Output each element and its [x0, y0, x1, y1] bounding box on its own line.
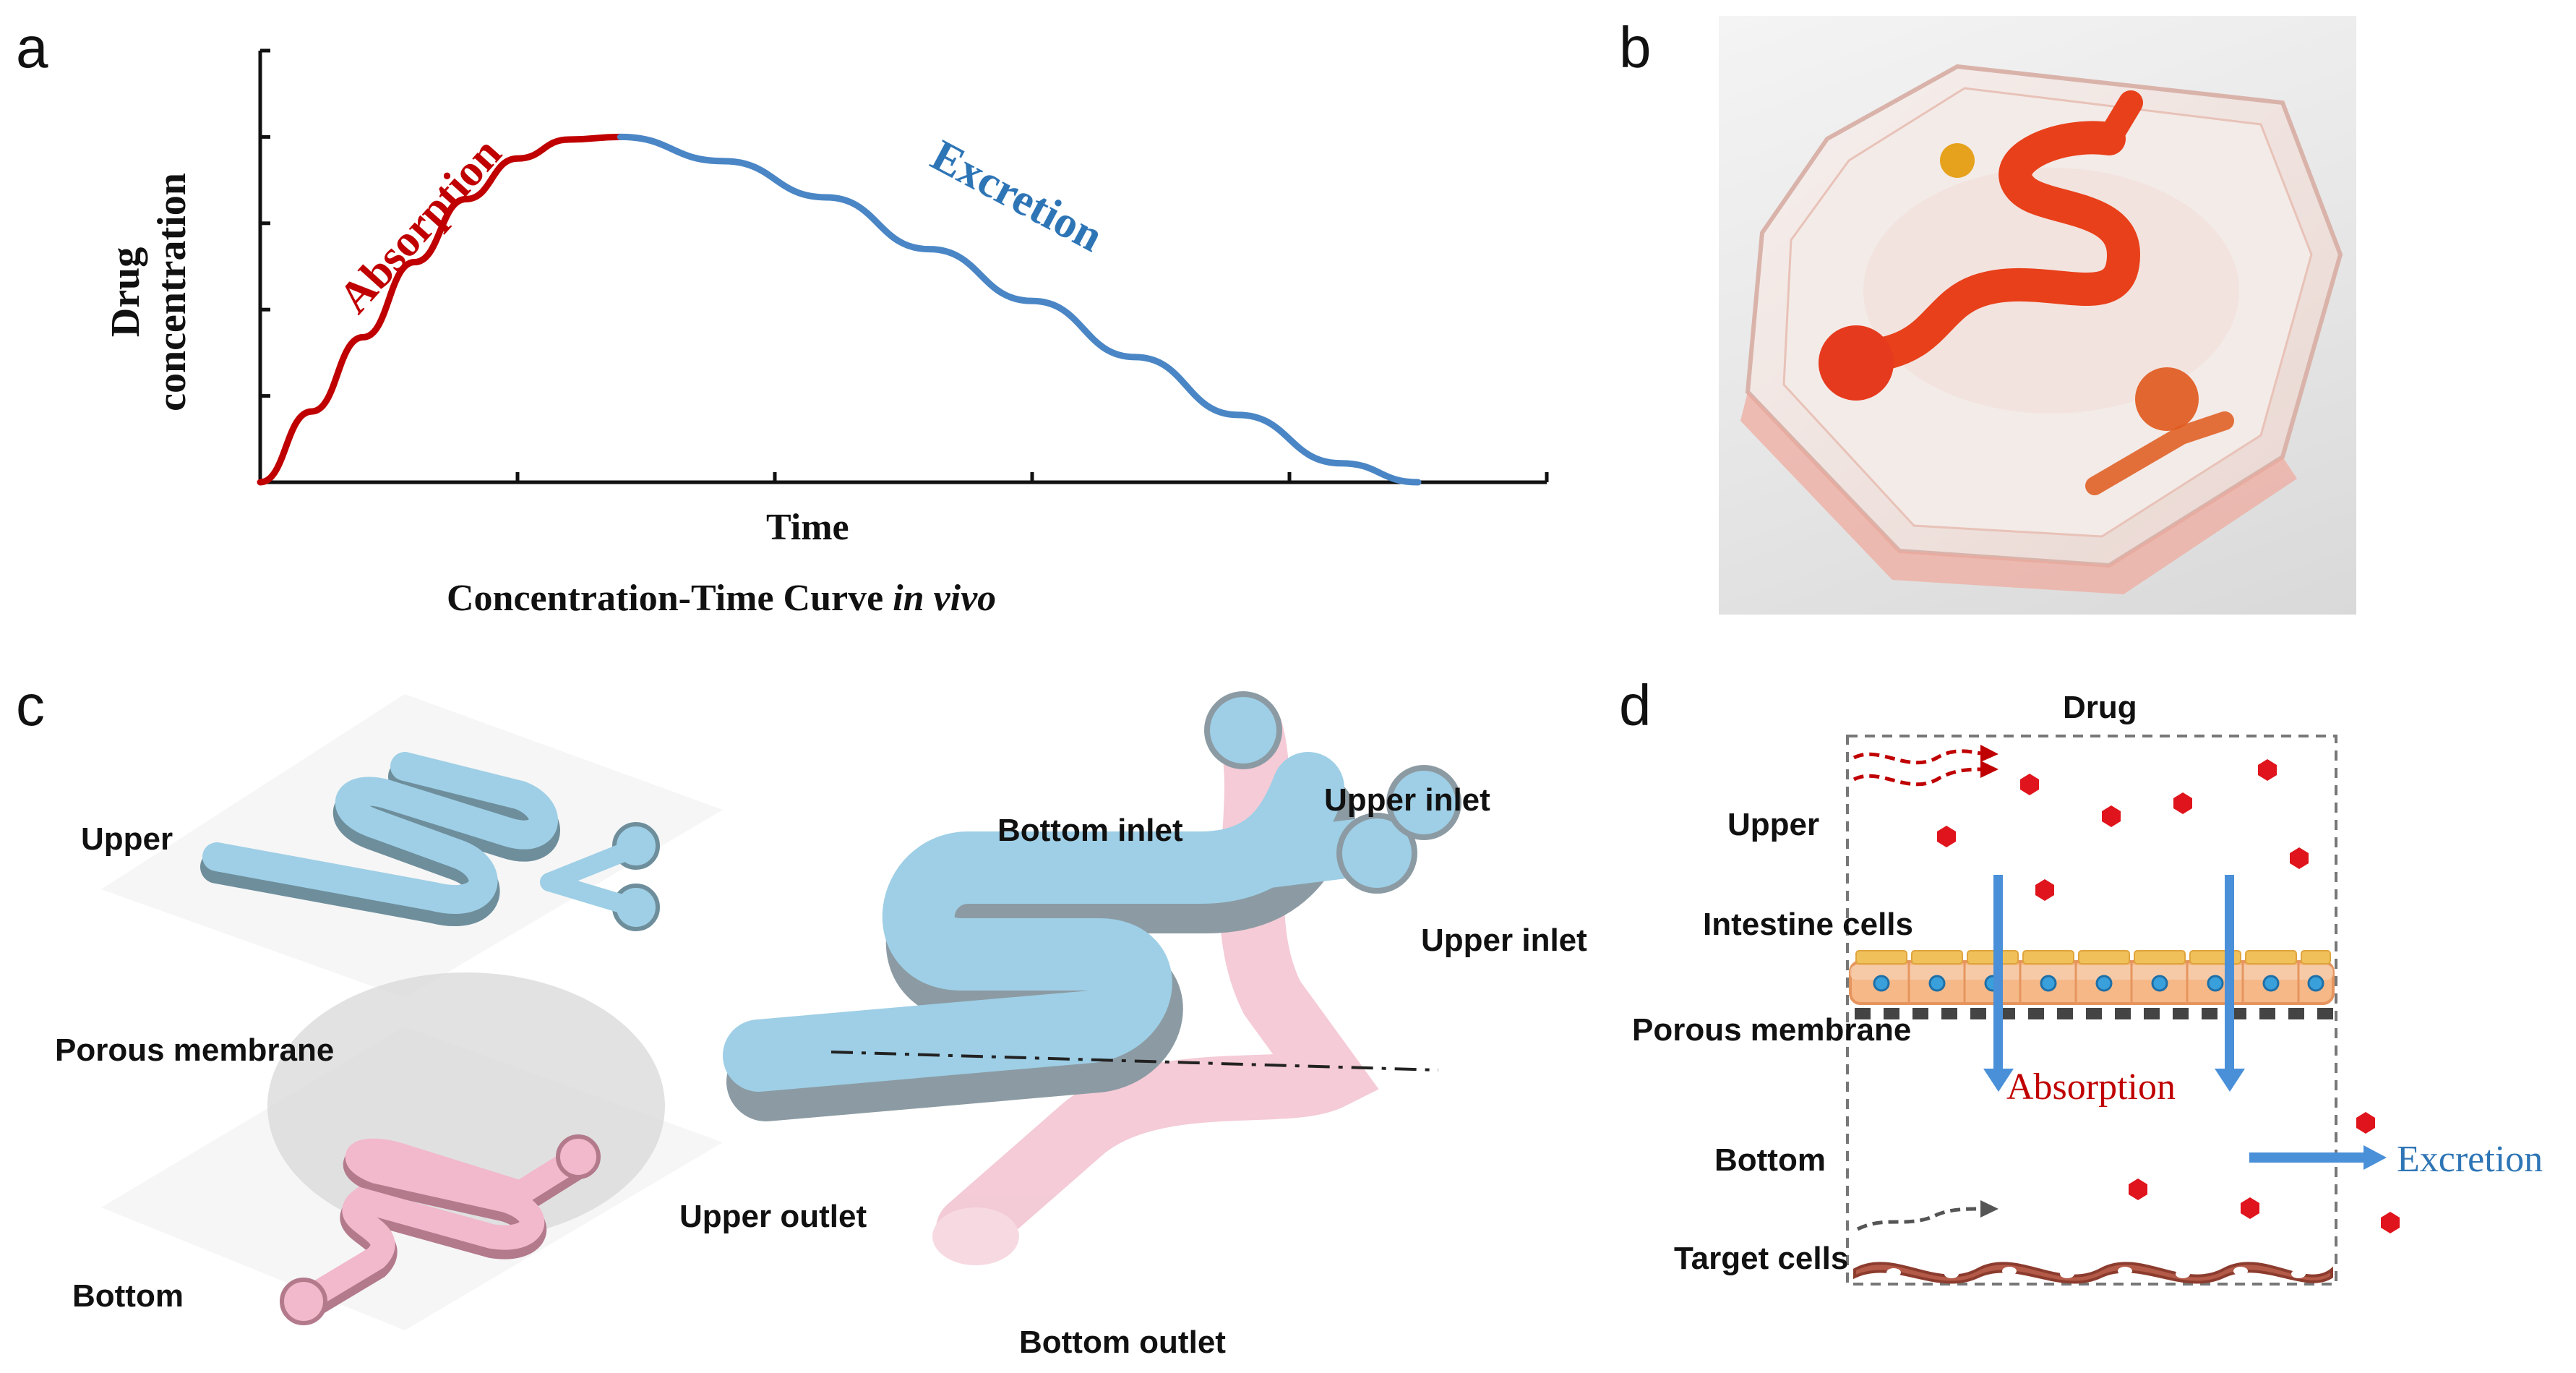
chip-lower-layer: [1740, 392, 2297, 594]
chip-channel-stub: [2097, 90, 2143, 151]
chip-orange-reservoir: [2135, 367, 2199, 431]
label-intestine-cells: Intestine cells: [1703, 907, 1914, 942]
label-upper-outlet: Upper outlet: [679, 1199, 867, 1234]
bottom-channel: [280, 1134, 601, 1325]
label-bottom-compartment: Bottom: [1714, 1142, 1826, 1178]
label-drug: Drug: [2063, 690, 2137, 725]
intestine-cell-layer: [1849, 950, 2335, 1005]
series-line-absorption: [257, 133, 624, 486]
chart-caption: Concentration-Time Curve in vivo: [447, 577, 996, 620]
excretion-arrow: [2249, 1145, 2387, 1170]
panel-b-letter: b: [1619, 15, 1652, 80]
label-bottom-outlet: Bottom outlet: [1019, 1325, 1226, 1360]
label-upper-inlet-1: Upper inlet: [1324, 782, 1490, 818]
caption-text: Concentration-Time Curve: [447, 578, 893, 619]
label-absorption: Absorption: [2006, 1066, 2176, 1108]
chip-photo: [1719, 16, 2356, 615]
label-excretion: Excretion: [2397, 1139, 2543, 1180]
absorption-arrows: [1983, 875, 2245, 1092]
panel-d-letter: d: [1619, 673, 1652, 737]
porous-membrane-pores: [1855, 1008, 2333, 1019]
chip-red-channel: [1854, 121, 2141, 372]
chip-photo-drawing: [1740, 64, 2343, 594]
drug-flow-arrows: [1852, 749, 1981, 787]
chip-yellow-port: [1940, 143, 1975, 178]
label-target-cells: Target cells: [1674, 1241, 1849, 1276]
panel-c-letter: c: [16, 673, 45, 737]
section-line: [830, 1051, 1439, 1072]
target-cell-layer: [1853, 1262, 2333, 1284]
caption-italic: in vivo: [893, 578, 997, 619]
label-porous-membrane-d: Porous membrane: [1632, 1012, 1912, 1048]
label-upper-layer: Upper: [81, 821, 173, 857]
upper-channel: [200, 752, 660, 931]
label-bottom-layer: Bottom: [72, 1278, 184, 1314]
chip-lower-channel: [2085, 411, 2234, 495]
chip-red-reservoir: [1819, 325, 1894, 401]
diagram-boundary: [1846, 735, 2337, 1286]
label-upper-compartment: Upper: [1727, 807, 1820, 842]
label-porous-membrane-c: Porous membrane: [55, 1032, 335, 1068]
label-bottom-inlet: Bottom inlet: [997, 813, 1183, 848]
drug-molecules: [1937, 759, 2400, 1233]
series-line-excretion: [617, 133, 1422, 486]
label-upper-inlet-2: Upper inlet: [1421, 923, 1587, 958]
assembled-upper-channel: [723, 691, 1461, 1121]
panel-a-letter: a: [16, 15, 48, 80]
x-axis-label: Time: [766, 507, 849, 548]
bottom-flow-arrow: [1856, 1207, 1981, 1231]
